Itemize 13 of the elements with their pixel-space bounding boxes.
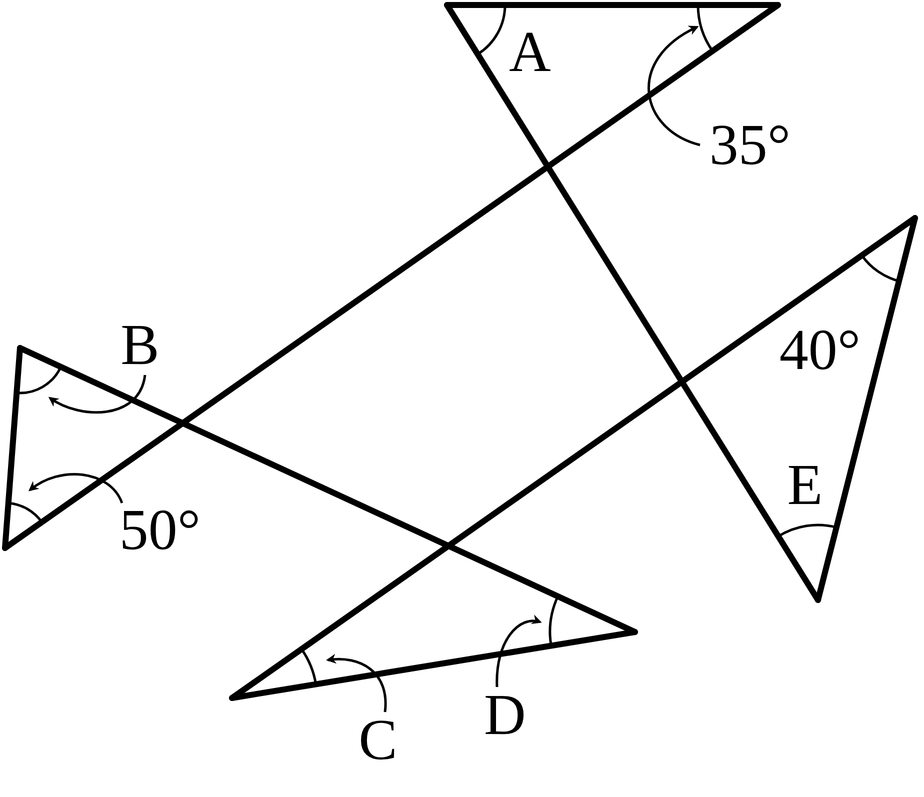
angle-label: A (509, 23, 551, 81)
leader-arrow (48, 374, 146, 414)
angle-label: E (787, 456, 823, 514)
angle-label: B (120, 316, 160, 374)
angle-label: 40° (779, 321, 861, 379)
leader-arrow (496, 615, 542, 687)
angle-label: 50° (119, 501, 201, 559)
leader-arrow (648, 26, 700, 146)
angle-label: C (358, 711, 398, 769)
leader-arrow (28, 473, 124, 504)
leader-arrow (326, 654, 387, 712)
angle-label: D (484, 686, 526, 744)
angle-label: 35° (709, 116, 791, 174)
